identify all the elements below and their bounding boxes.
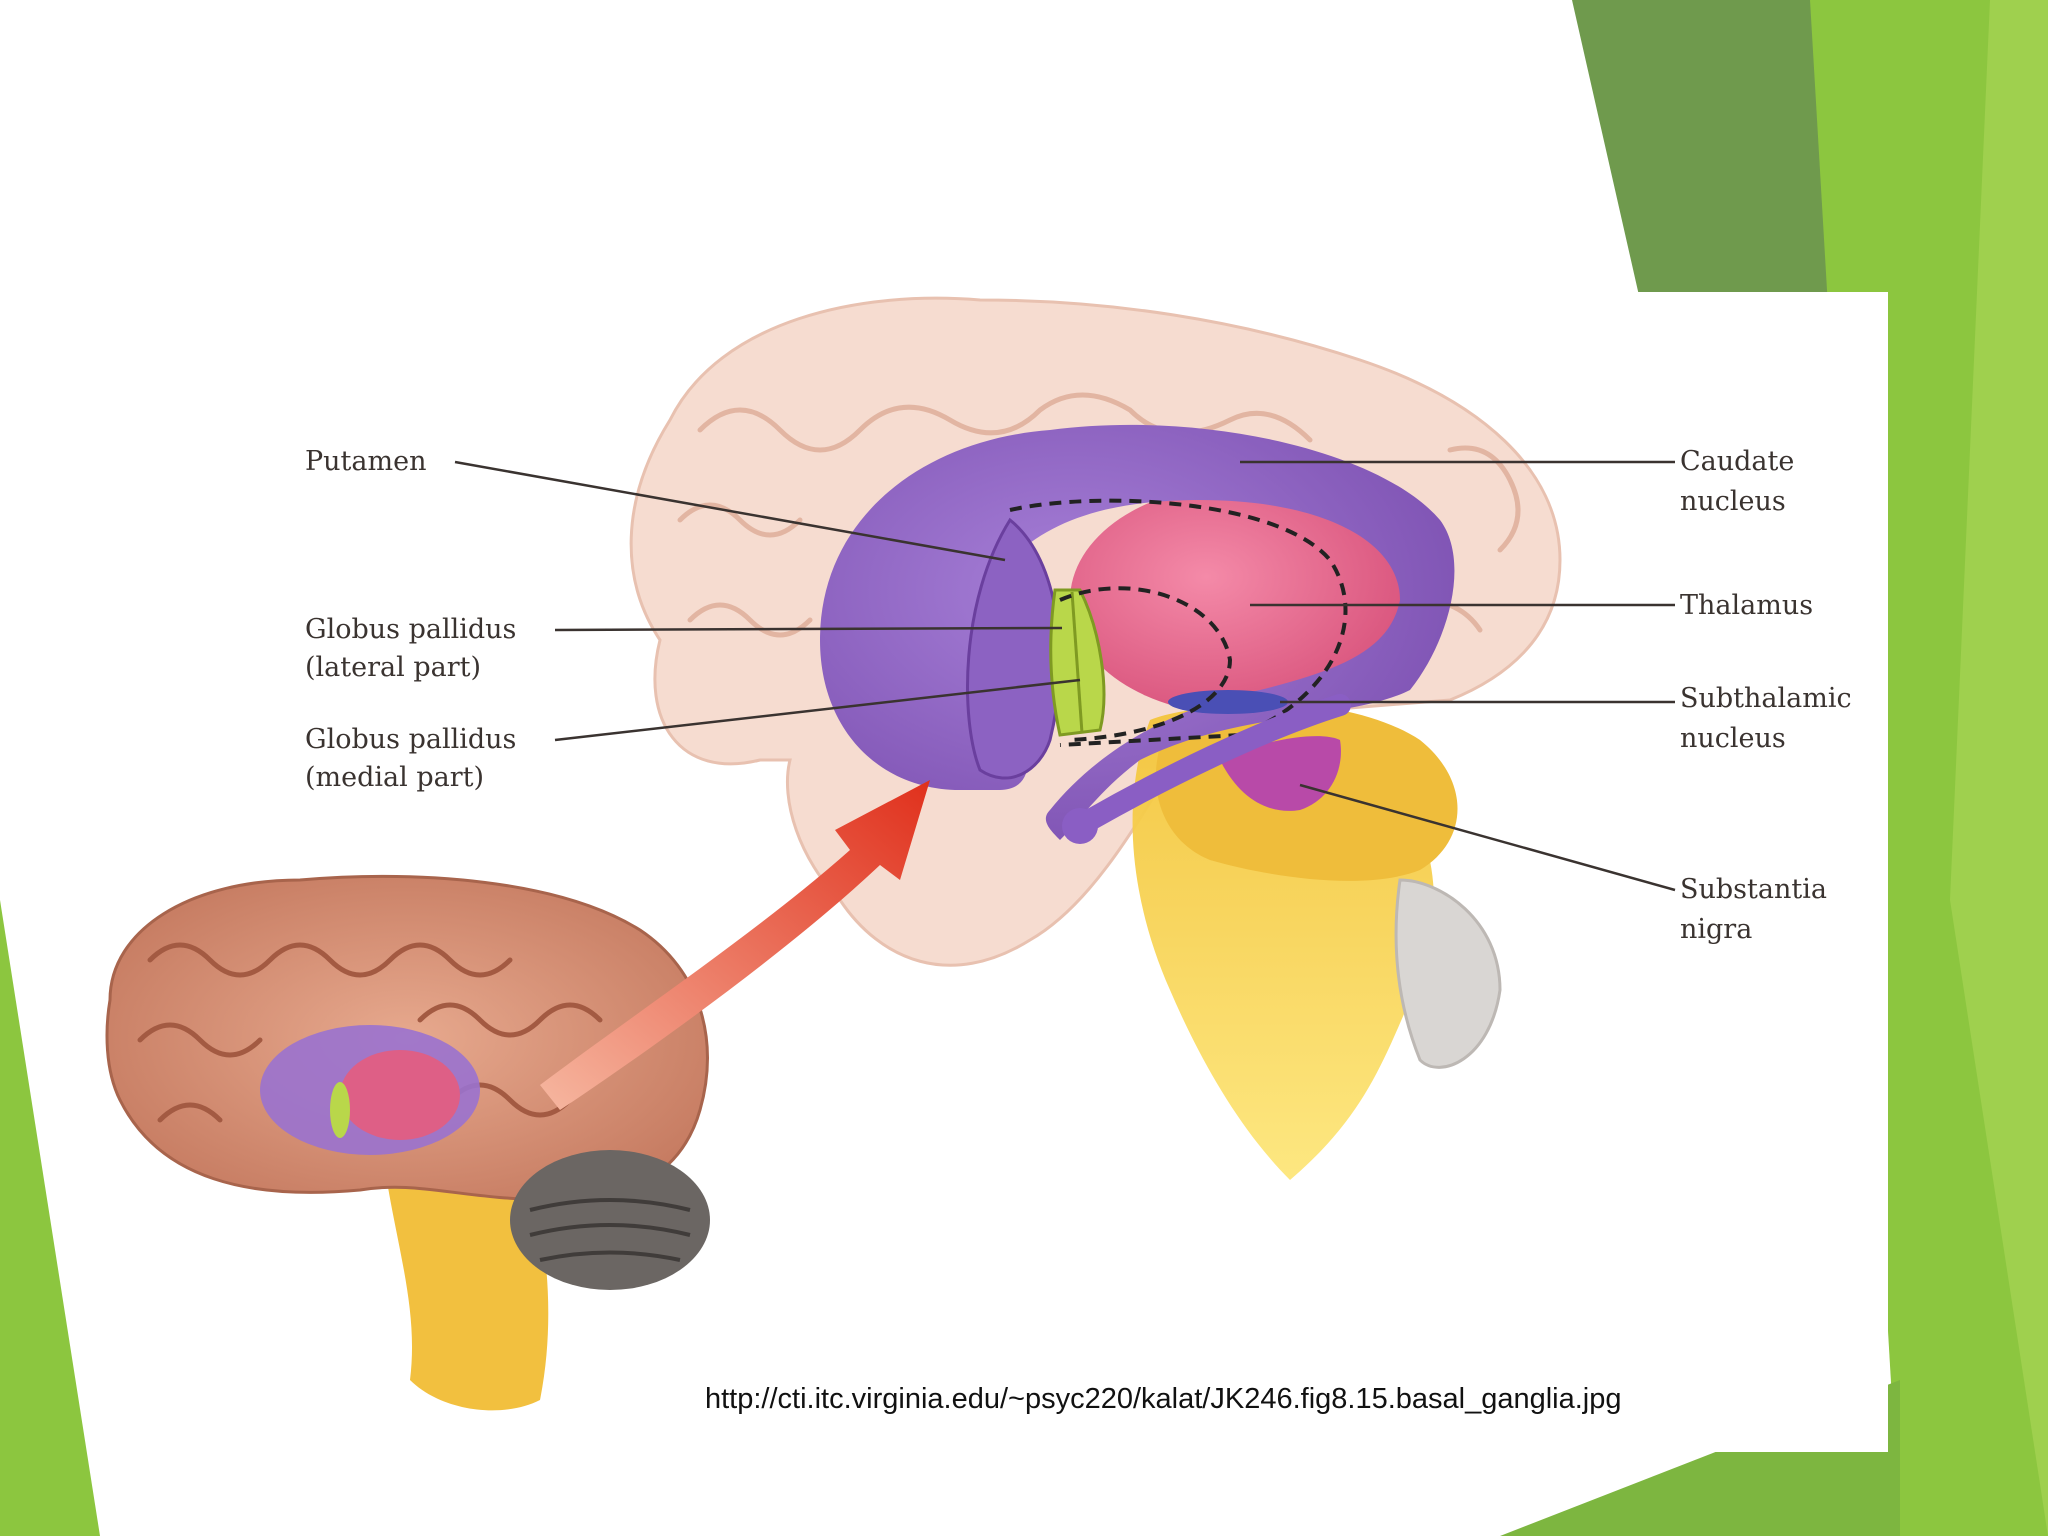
label-thalamus: Thalamus (1680, 590, 1813, 621)
leader-lines (454, 460, 1676, 892)
leader-gp-lateral (554, 626, 1063, 632)
cerebellum-small-lines (529, 1198, 691, 1262)
leader-gp-medial (554, 678, 1081, 742)
label-substantia-1: Substantia (1680, 874, 1827, 905)
globus-pallidus-divider (1070, 591, 1084, 734)
thalamus (1070, 485, 1410, 715)
source-url: http://cti.itc.virginia.edu/~psyc220/kal… (705, 1383, 1622, 1415)
label-gp-medial-1: Globus pallidus (305, 724, 516, 755)
leader-substantia (1299, 783, 1676, 892)
label-substantia-2: nigra (1680, 914, 1752, 945)
cutaway-brain (629, 296, 1562, 1180)
label-gp-lateral-2: (lateral part) (305, 652, 481, 683)
caudate-tail (1079, 694, 1351, 831)
green-panel-right-accent (1950, 0, 2048, 1536)
brainstem-small (380, 1130, 549, 1411)
label-caudate-1: Caudate (1680, 446, 1794, 477)
thalamus-small (340, 1050, 460, 1140)
caudate-tail-end (1062, 808, 1098, 844)
whole-brain (105, 875, 710, 1411)
dashed-outline-inner (1059, 586, 1233, 742)
leader-putamen (454, 460, 1006, 562)
green-panel-left (0, 900, 100, 1536)
arrow-body (540, 780, 930, 1110)
label-caudate-2: nucleus (1680, 486, 1786, 517)
label-subthalamic-1: Subthalamic (1680, 683, 1852, 714)
cerebrum-gyri (137, 942, 603, 1123)
label-gp-medial-2: (medial part) (305, 762, 484, 793)
zoom-arrow (540, 780, 930, 1110)
label-subthalamic-2: nucleus (1680, 723, 1786, 754)
label-putamen: Putamen (305, 446, 426, 477)
label-gp-lateral-1: Globus pallidus (305, 614, 516, 645)
cerebellum-small (510, 1150, 710, 1290)
cerebellum (1394, 878, 1502, 1069)
labels: Putamen Globus pallidus (lateral part) G… (305, 446, 1852, 1415)
dashed-outline-outer (1009, 498, 1348, 747)
substantia-nigra (1220, 736, 1341, 811)
subthalamic-nucleus (1168, 690, 1288, 714)
gyri-detail (677, 392, 1521, 638)
globus-pallidus-small (330, 1082, 350, 1138)
